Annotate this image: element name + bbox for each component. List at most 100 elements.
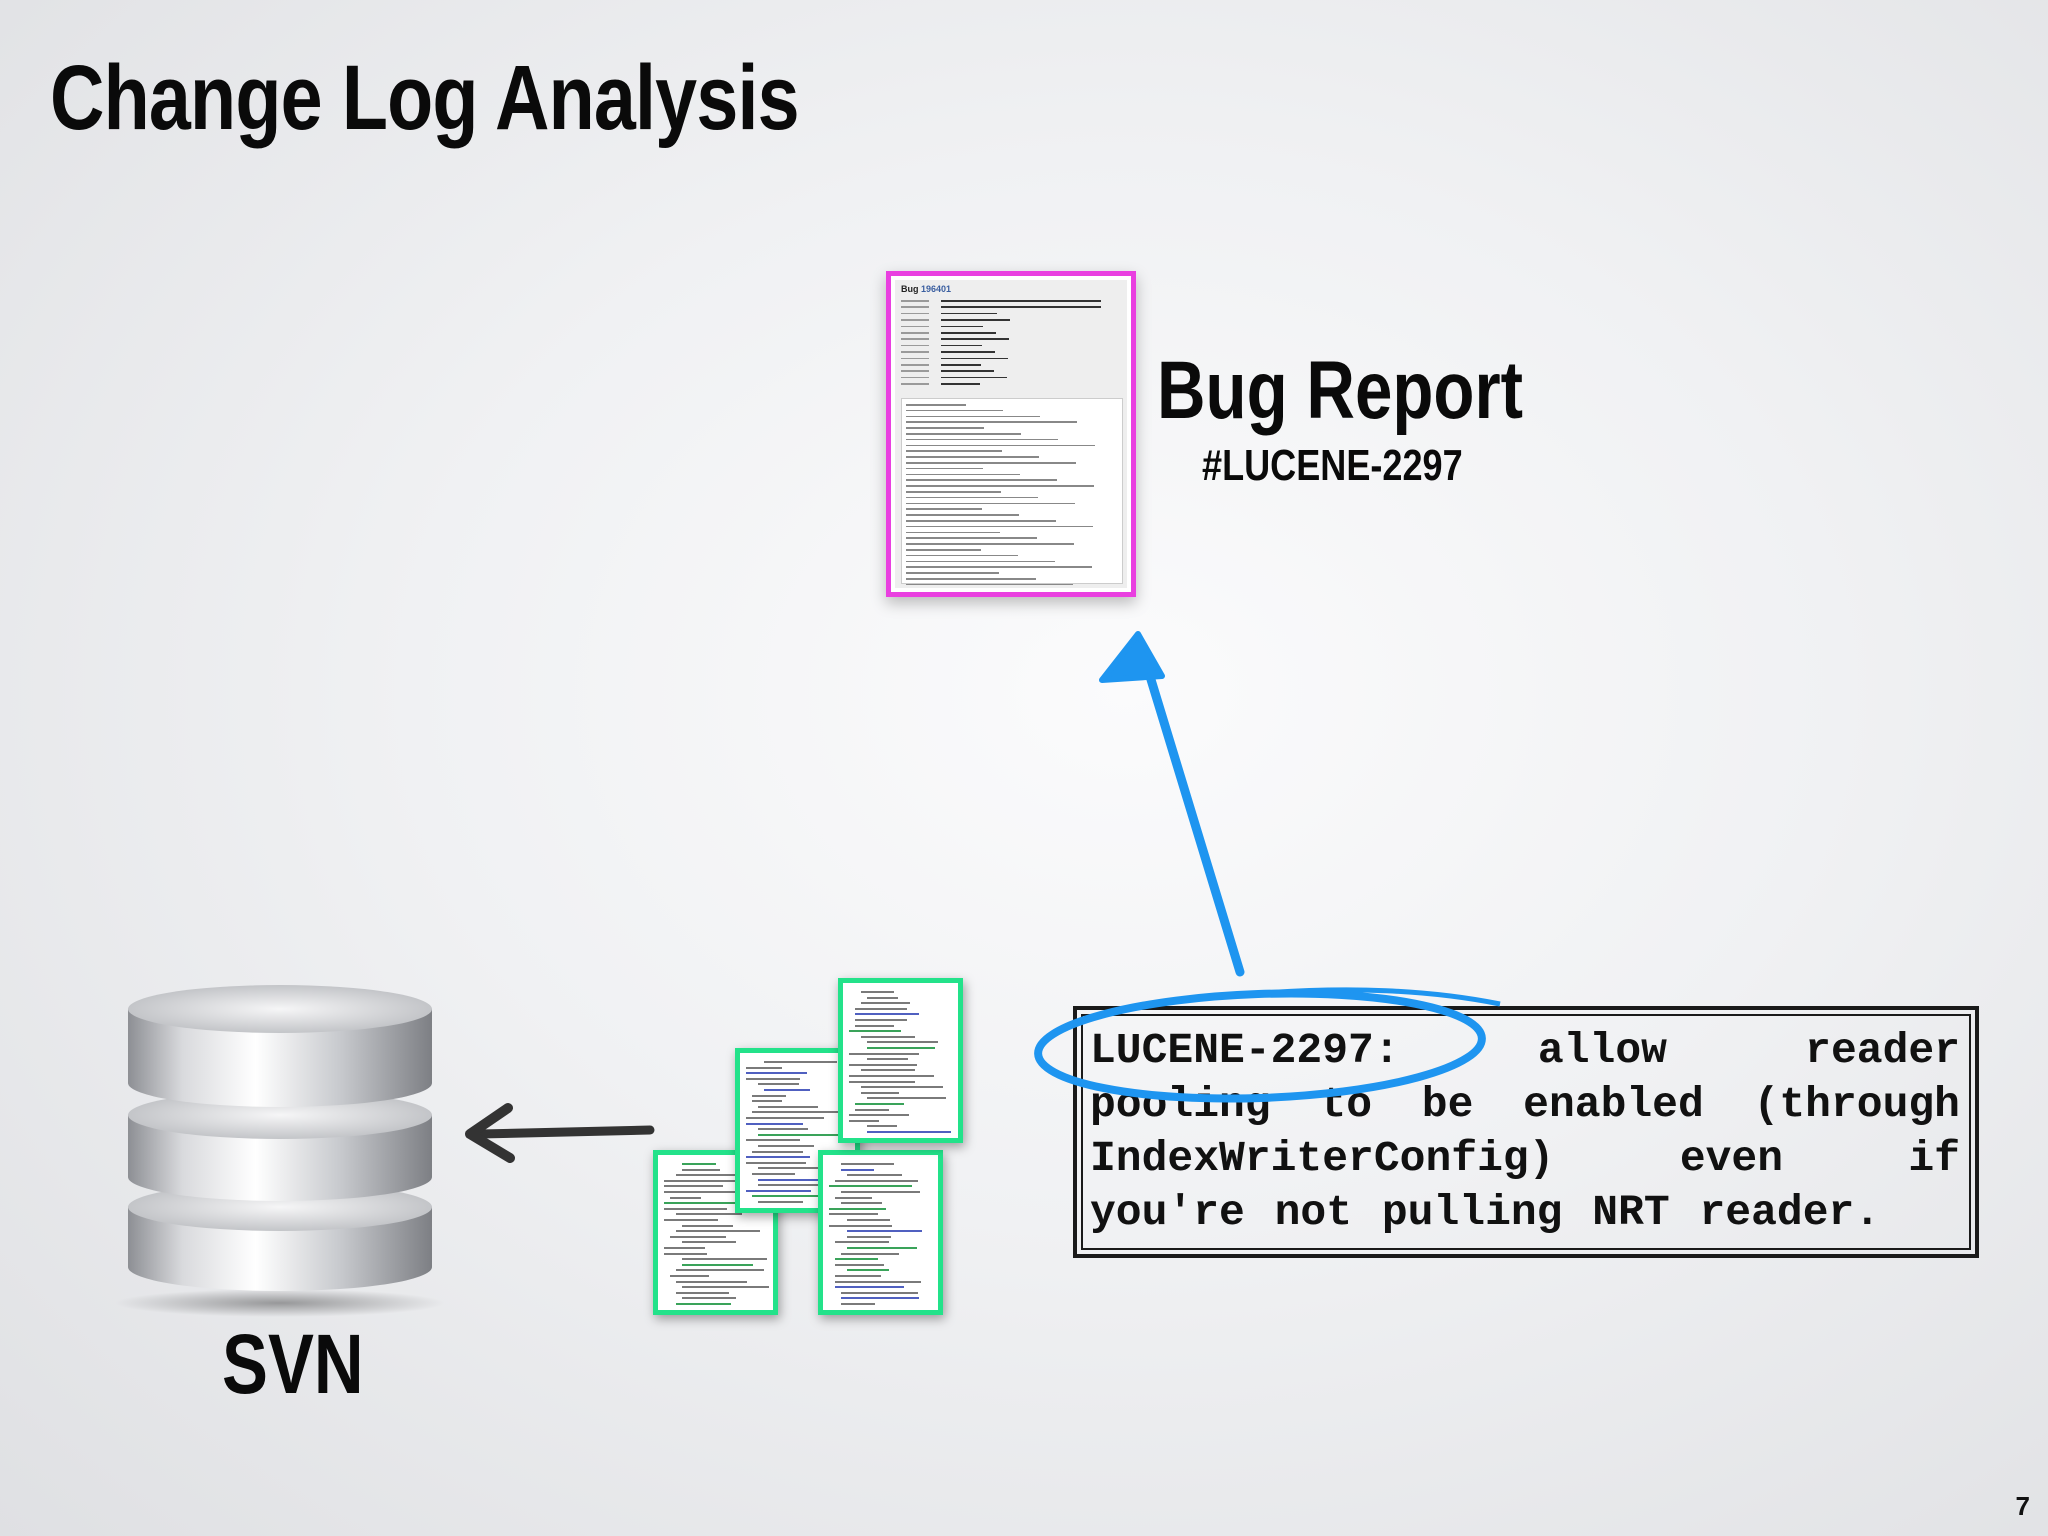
text-line [849,1063,917,1066]
text-line [906,456,1039,458]
text-line [676,1230,760,1233]
text-line [841,1191,920,1193]
text-line [752,1100,782,1103]
text-line [682,1258,767,1261]
text-line [764,1089,810,1091]
text-line [841,1303,875,1305]
text-line [901,376,929,379]
text-line [841,1297,919,1300]
text-line [906,566,1092,568]
text-line [906,485,1094,487]
bug-doc-description [901,398,1123,586]
commit-message-box [1073,1006,1979,1258]
text-line [906,514,1019,516]
text-line [758,1128,808,1131]
bug-report-document-icon: Bug 196401 [886,271,1136,597]
text-line [841,1252,899,1255]
svn-label: SVN [222,1317,364,1411]
text-line [901,351,929,353]
text-line [906,543,1074,545]
text-line [746,1122,803,1125]
text-line [901,300,929,302]
issue-key-highlight [1034,987,1501,1103]
text-line [906,479,1057,481]
text-line [906,415,1040,418]
text-line [676,1303,731,1305]
text-line [906,537,1037,539]
text-line [746,1156,810,1159]
text-line [835,1286,904,1289]
text-line [758,1167,823,1170]
text-line [841,1291,918,1294]
text-line [855,1024,894,1027]
text-line [906,450,1002,452]
bug-id-label: #LUCENE-2297 [1202,441,1463,490]
text-line [906,583,1073,586]
text-line [676,1291,729,1294]
text-line [746,1072,807,1075]
text-line [901,383,929,385]
slide-title: Change Log Analysis [50,47,800,149]
text-line [664,1191,737,1193]
text-line [758,1083,799,1086]
text-line [855,1019,907,1021]
text-line [861,1086,943,1089]
commit-line: LUCENE-2297: allow reader [1090,1026,1960,1075]
text-line [752,1173,795,1175]
text-line [906,409,1003,412]
database-icon [115,985,445,1317]
text-line [829,1207,886,1210]
text-line [746,1077,800,1080]
text-line [682,1263,753,1266]
text-line [855,1013,919,1016]
text-line [906,572,999,574]
text-line [746,1066,782,1069]
text-line [758,1133,838,1136]
text-line [849,1080,915,1083]
text-line [664,1185,723,1188]
text-line [867,1131,951,1133]
text-line [847,1235,891,1238]
text-line [664,1179,750,1182]
text-line [906,525,1093,528]
text-line [901,332,929,334]
text-line [849,1119,879,1122]
text-line [906,491,1001,493]
text-line [746,1189,811,1192]
text-line [847,1219,890,1221]
text-line [746,1139,800,1142]
code-file-page [818,1150,943,1315]
bug-report-label: Bug Report [1157,345,1524,436]
text-line [906,404,966,406]
text-line [906,578,1036,580]
text-line [941,306,1101,308]
text-line [664,1252,707,1255]
text-line [746,1161,806,1164]
arrow-to-svn [465,1103,655,1163]
bug-doc-header: Bug 196401 [901,284,952,294]
text-line [841,1202,882,1205]
text-line [941,338,1009,340]
text-line [829,1185,912,1188]
text-line [906,444,1095,447]
text-line [849,1075,934,1077]
text-line [906,502,1075,505]
text-line [901,306,929,308]
text-line [906,560,1055,563]
text-line [664,1202,744,1205]
text-line [906,554,1018,557]
text-line [906,433,1021,435]
text-line [941,357,1008,360]
text-line [867,1047,935,1049]
text-line [670,1196,701,1199]
text-line [906,520,1056,522]
text-line [867,1041,938,1044]
text-line [906,496,1038,499]
text-line [941,351,995,353]
text-line [682,1163,716,1165]
text-line [855,1007,907,1010]
text-line [941,325,983,328]
text-line [901,312,929,315]
text-line [941,383,980,385]
text-line [682,1241,736,1244]
